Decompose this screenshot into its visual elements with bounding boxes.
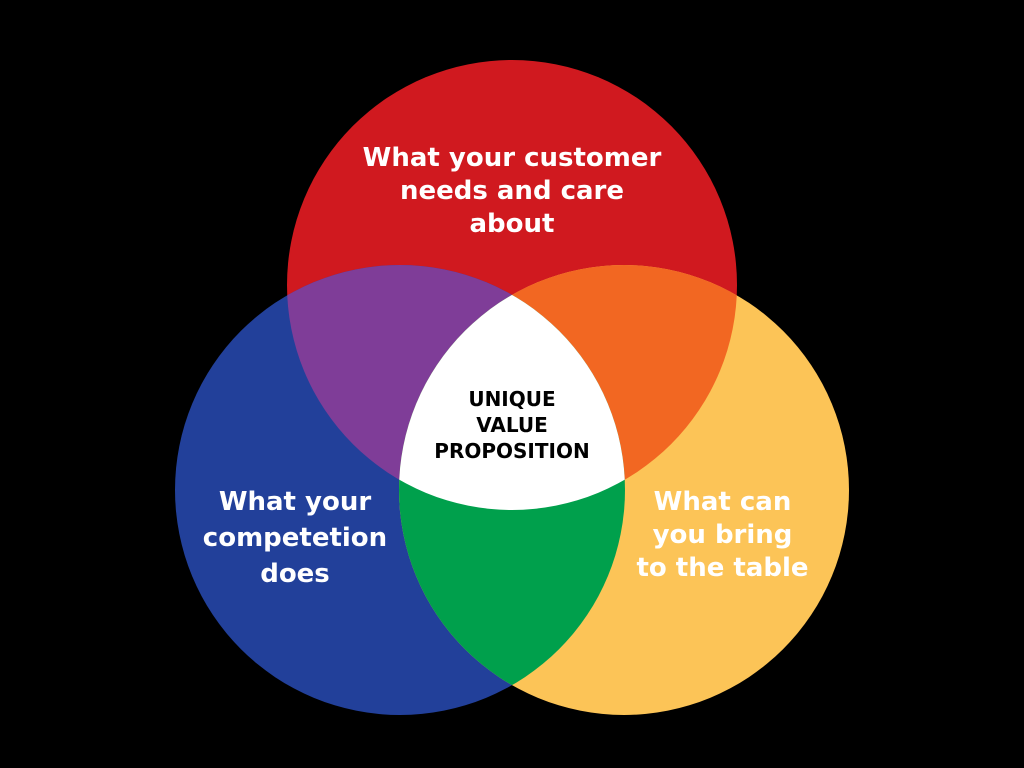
label-unique-value-proposition: UNIQUE VALUE PROPOSITION: [434, 387, 590, 463]
label-competition: What your competetion does: [202, 487, 388, 589]
label-customer-needs: What your customer needs and care about: [362, 143, 662, 239]
label-what-you-bring: What can you bring to the table: [636, 487, 809, 583]
